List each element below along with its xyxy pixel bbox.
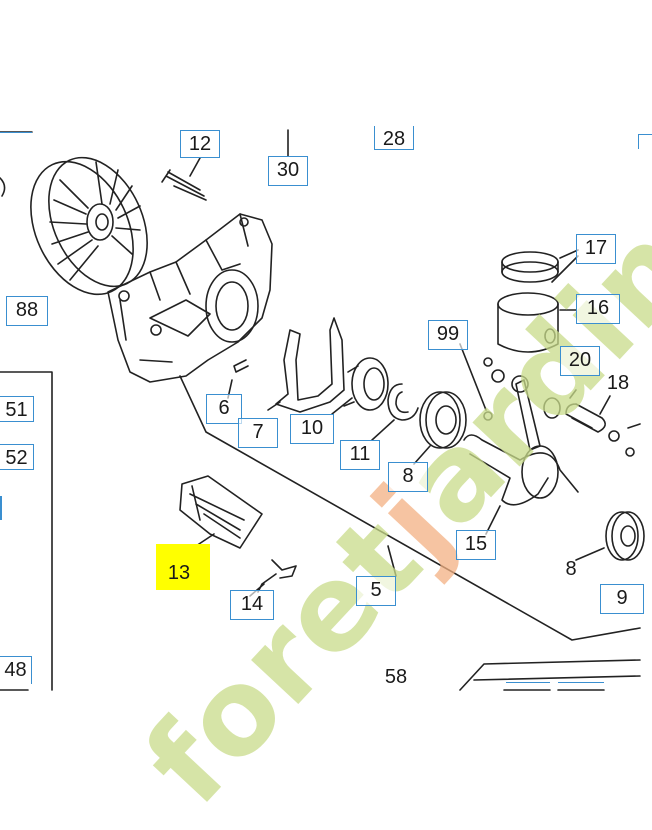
bolt-12 (161, 169, 207, 201)
crankshaft-15 (463, 375, 579, 506)
flywheel-88 (30, 156, 148, 296)
label-9: 9 (600, 584, 644, 614)
label-58: 58 (384, 666, 408, 688)
piston-pin-18 (565, 403, 606, 433)
reed-block-13 (179, 475, 263, 549)
clip-b (491, 369, 505, 383)
partial-box-left-mid (0, 496, 2, 520)
label-5: 5 (356, 576, 396, 606)
bearing-8-left (419, 391, 467, 449)
label-18: 18 (606, 372, 630, 394)
label-51: 51 (0, 396, 34, 422)
label-14: 14 (230, 590, 274, 620)
label-30: 30 (268, 156, 308, 186)
leader-5 (387, 545, 397, 577)
partial-box-bottom-1 (506, 682, 550, 695)
label-15: 15 (456, 530, 496, 560)
label-6: 6 (206, 394, 242, 424)
crankcase (107, 213, 273, 383)
label-16: 16 (576, 294, 620, 324)
clip-a (483, 357, 493, 367)
partial-box-bottom-2 (558, 682, 604, 695)
label-99: 99 (428, 320, 468, 350)
needle-bearing-20 (543, 397, 561, 419)
leader-12 (189, 157, 201, 177)
partial-box-top-left (0, 124, 32, 133)
label-20: 20 (560, 346, 600, 376)
label-48: 48 (0, 656, 32, 684)
label-17: 17 (576, 234, 616, 264)
piston-rings-17 (501, 251, 559, 283)
bearing-8-right (605, 511, 645, 561)
pin-6 (233, 359, 249, 373)
label-11: 11 (340, 440, 380, 470)
seal-10 (343, 357, 389, 411)
label-12: 12 (180, 130, 220, 158)
gasket-7 (275, 317, 345, 413)
label-7: 7 (238, 418, 278, 448)
label-28: 28 (374, 126, 414, 150)
label-8-right: 8 (565, 558, 577, 580)
label-10: 10 (290, 414, 334, 444)
label-8-left: 8 (388, 462, 428, 492)
partial-box-top-right (638, 134, 652, 149)
label-88: 88 (6, 296, 48, 326)
label-13-highlighted: 13 (156, 544, 210, 590)
exploded-parts-drawing (0, 129, 645, 691)
lower-assembly-58 (459, 659, 641, 691)
label-52: 52 (0, 444, 34, 470)
assembly-line-5 (179, 375, 641, 641)
circlip-11 (387, 383, 419, 421)
piston-16 (497, 292, 559, 353)
